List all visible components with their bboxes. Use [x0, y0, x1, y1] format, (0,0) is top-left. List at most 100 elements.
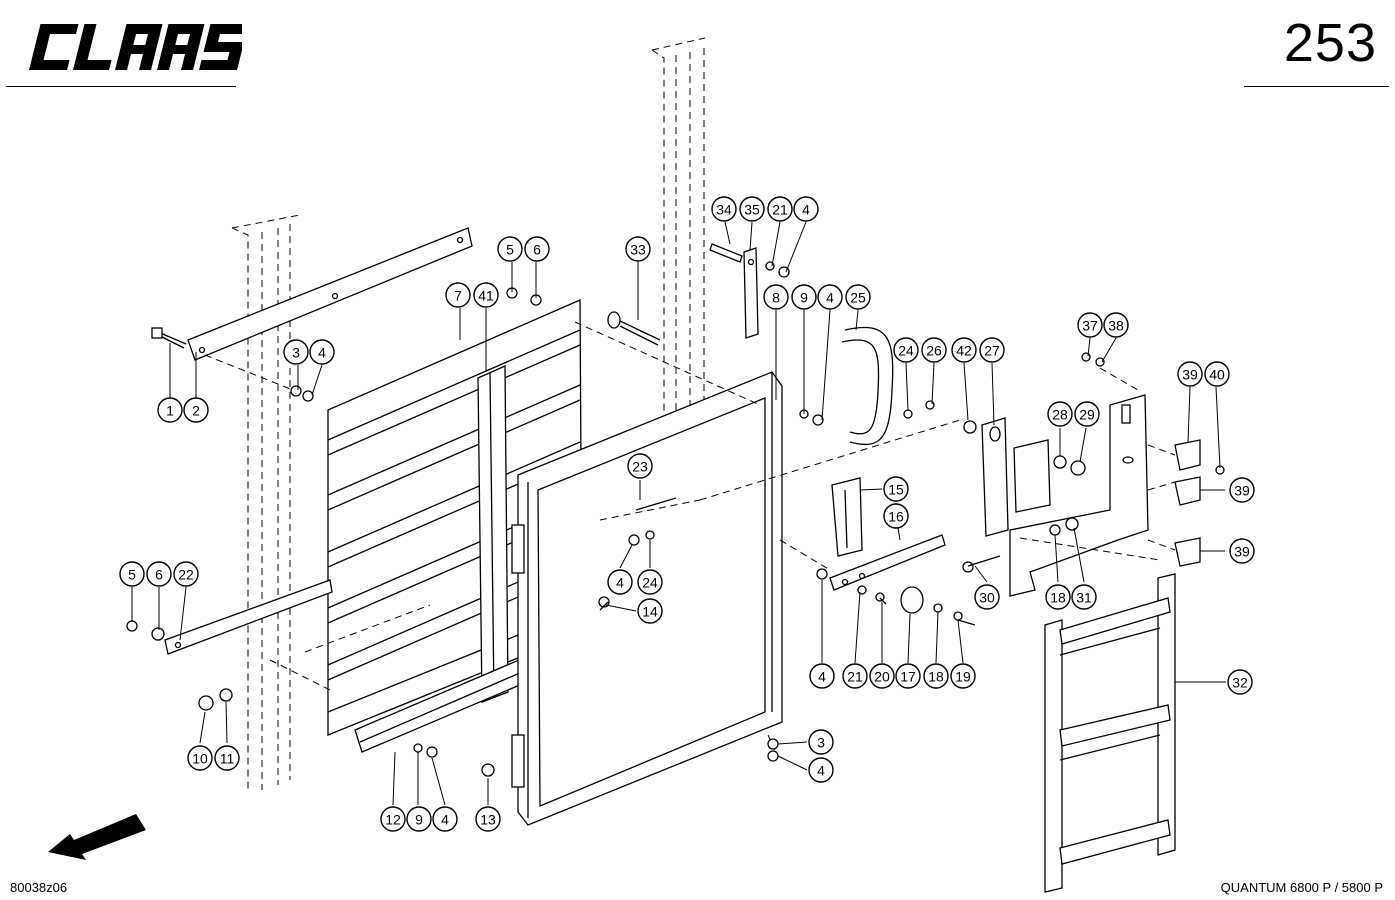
callout-circle: [625, 236, 651, 262]
direction-arrow-icon: [48, 814, 146, 860]
callout-circle: [119, 561, 145, 587]
callout-circle: [380, 806, 406, 832]
large-washer: [900, 586, 924, 614]
callout-label: 21: [772, 202, 788, 218]
callout-circle: [173, 561, 199, 587]
callout-label: 28: [1052, 407, 1068, 423]
callout-label: 5: [128, 567, 136, 583]
callout-c11: 11: [214, 745, 240, 771]
callout-label: 25: [850, 290, 866, 306]
callout-label: 24: [642, 575, 658, 591]
clip-middle: [1174, 476, 1201, 506]
callout-c6b: 6: [146, 561, 172, 587]
callout-circle: [524, 236, 550, 262]
callout-label: 31: [1076, 590, 1092, 606]
callout-circle: [842, 663, 868, 689]
callout-c30: 30: [974, 584, 1000, 610]
callout-c42: 42: [951, 337, 977, 363]
callout-circle: [1077, 312, 1103, 338]
drawing-code: 80038z06: [10, 880, 68, 895]
callout-c4g: 4: [432, 806, 458, 832]
callout-circle: [187, 745, 213, 771]
callout-label: 21: [847, 669, 863, 685]
callout-c22: 22: [173, 561, 199, 587]
left-frame-post: [231, 214, 301, 790]
callout-label: 39: [1234, 483, 1250, 499]
callout-circle: [793, 196, 819, 222]
callout-circle: [406, 806, 432, 832]
callout-circle: [895, 663, 921, 689]
callout-c12: 12: [380, 806, 406, 832]
callout-label: 38: [1108, 318, 1124, 334]
hinge-pin-strap: [709, 243, 759, 339]
callout-label: 10: [192, 751, 208, 767]
lock-bar: [829, 534, 946, 591]
callout-circle: [432, 806, 458, 832]
callout-label: 3: [292, 345, 300, 361]
side-flat-bar: [164, 579, 333, 655]
callout-label: 6: [155, 567, 163, 583]
callout-label: 22: [178, 567, 194, 583]
latch-hook: [831, 477, 863, 557]
callout-label: 35: [744, 202, 760, 218]
callout-label: 32: [1232, 675, 1248, 691]
callout-circle: [951, 337, 977, 363]
callout-c3a: 3: [283, 339, 309, 365]
callout-circle: [845, 284, 871, 310]
callout-c8: 8: [763, 284, 789, 310]
callout-label: 12: [385, 812, 401, 828]
callout-circle: [808, 757, 834, 783]
callout-c28: 28: [1047, 401, 1073, 427]
callout-circle: [974, 584, 1000, 610]
callout-label: 26: [926, 343, 942, 359]
callout-label: 1: [166, 403, 174, 419]
callout-circle: [1045, 584, 1071, 610]
callout-circle: [475, 806, 501, 832]
callout-circle: [1229, 538, 1255, 564]
callout-c4c: 4: [817, 284, 843, 310]
callout-circle: [809, 663, 835, 689]
callout-label: 37: [1082, 318, 1098, 334]
callout-c37: 37: [1077, 312, 1103, 338]
bolt-1: [151, 327, 187, 349]
callout-circle: [808, 729, 834, 755]
access-ladder: [1044, 573, 1176, 893]
callout-circle: [1229, 477, 1255, 503]
clip-lower: [1174, 537, 1201, 567]
callout-label: 9: [800, 290, 808, 306]
callout-label: 4: [818, 669, 826, 685]
callout-label: 14: [642, 604, 658, 620]
callout-circle: [146, 561, 172, 587]
callout-c41: 41: [473, 282, 499, 308]
callout-label: 20: [874, 669, 890, 685]
callout-circle: [869, 663, 895, 689]
callout-c35: 35: [739, 196, 765, 222]
callout-c39c: 39: [1229, 538, 1255, 564]
callout-circle: [711, 196, 737, 222]
callout-c2: 2: [183, 397, 209, 423]
callout-circle: [473, 282, 499, 308]
page-number: 253: [1283, 13, 1377, 73]
callout-circle: [893, 337, 919, 363]
callout-c17: 17: [895, 663, 921, 689]
callout-label: 27: [984, 343, 1000, 359]
callout-c14: 14: [637, 598, 663, 624]
callout-c15: 15: [883, 476, 909, 502]
callout-label: 4: [817, 763, 825, 779]
callout-circle: [921, 337, 947, 363]
callout-c33: 33: [625, 236, 651, 262]
callout-label: 6: [533, 242, 541, 258]
callout-label: 2: [192, 403, 200, 419]
right-frame-post: [651, 37, 706, 610]
callout-c34: 34: [711, 196, 737, 222]
callout-circle: [923, 663, 949, 689]
callout-label: 16: [888, 509, 904, 525]
callout-circle: [791, 284, 817, 310]
callout-c23: 23: [627, 453, 653, 479]
callout-c5b: 5: [119, 561, 145, 587]
claas-logo: [29, 24, 242, 70]
callout-label: 42: [956, 343, 972, 359]
callout-c9b: 9: [406, 806, 432, 832]
callout-circle: [157, 397, 183, 423]
